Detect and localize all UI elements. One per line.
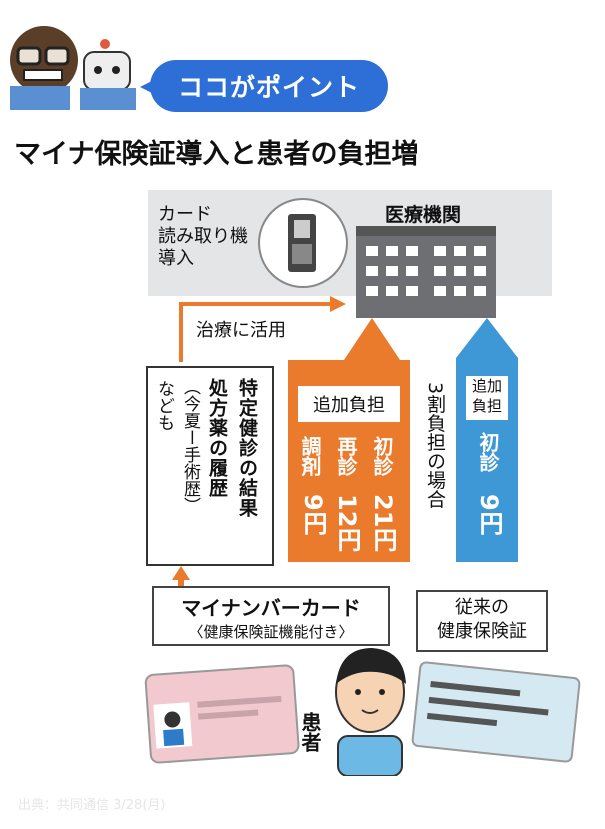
burden-note: 3割負担の場合 — [424, 382, 446, 509]
orange-label-first: 初診 — [370, 436, 394, 476]
history-surgery: （今夏ー手術歴） — [180, 378, 200, 514]
hospital-label: 医療機関 — [385, 204, 462, 226]
source-footer: 出典：共同通信 3/28(月) — [18, 798, 166, 813]
orange-value-revisit: 12円 — [333, 494, 361, 552]
history-prescription: 処方薬の履歴 — [206, 378, 228, 498]
patient-icon — [335, 648, 406, 776]
orange-head: 追加負担 — [298, 386, 400, 422]
reader-circle — [258, 198, 348, 288]
history-box — [146, 366, 274, 566]
myna-card-label: マイナンバーカード 〈健康保険証機能付き〉 — [152, 586, 390, 646]
reader-label: カード 読み取り機 導入 — [158, 204, 248, 269]
history-checkup: 特定健診の結果 — [236, 378, 258, 518]
history-etc: なども — [154, 380, 174, 431]
orange-label-revisit: 再診 — [334, 436, 358, 476]
treatment-label: 治療に活用 — [196, 320, 286, 341]
mascot-characters-icon — [10, 26, 136, 110]
orange-label-dispensing: 調剤 — [298, 436, 322, 476]
point-pill: ココがポイント — [140, 60, 388, 112]
orange-value-dispensing: 9円 — [299, 494, 327, 535]
old-card-text: 従来の 健康保険証 — [437, 597, 527, 642]
blue-value-first: 9円 — [475, 494, 503, 535]
card-reader-icon — [288, 214, 316, 272]
myna-card-sub: 〈健康保険証機能付き〉 — [188, 623, 354, 641]
old-card-label: 従来の 健康保険証 — [416, 590, 548, 652]
hospital-building-icon — [356, 226, 496, 318]
blue-label-first: 初診 — [476, 432, 500, 472]
myna-card-icon — [144, 664, 300, 764]
patient-label: 患者 — [298, 712, 322, 752]
old-card-icon — [411, 661, 581, 763]
orange-value-first: 21円 — [369, 494, 397, 552]
blue-head: 追加負担 — [466, 376, 508, 420]
page-title: マイナ保険証導入と患者の負担増 — [14, 139, 419, 170]
myna-card-title: マイナンバーカード — [181, 596, 361, 620]
